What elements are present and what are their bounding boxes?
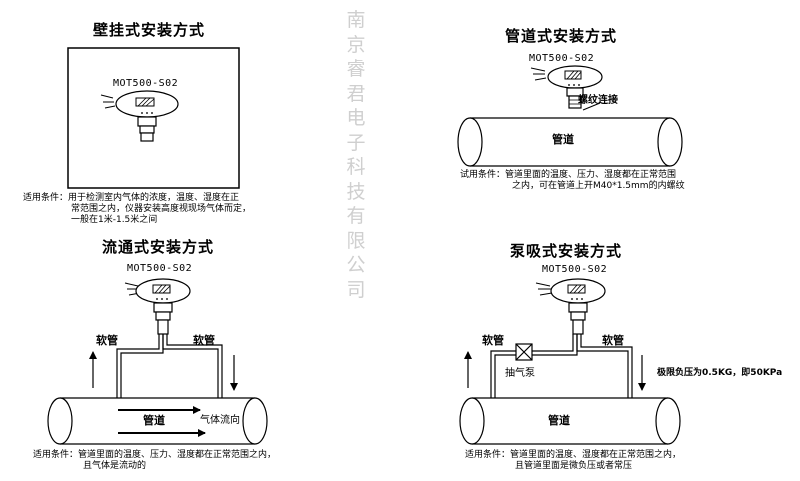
pump-box [515, 343, 533, 361]
pump-hose-right: 软管 [602, 334, 624, 347]
flow-note-2: 且气体是流动的 [83, 461, 147, 471]
pipe-title: 管道式安装方式 [505, 27, 618, 45]
pipe-model: MOT500-S02 [529, 53, 595, 64]
pump-hose-left: 软管 [482, 334, 504, 347]
pipe-sensor [530, 65, 603, 109]
flow-hoses [116, 334, 223, 398]
pump-note-2: 且管道里面是微负压或者常压 [515, 461, 633, 471]
company-watermark: 南京睿君电子科技有限公司 [346, 9, 366, 301]
wall-title: 壁挂式安装方式 [93, 21, 206, 39]
flow-title: 流通式安装方式 [102, 238, 215, 256]
wall-note-3: 一般在1米-1.5米之间 [71, 215, 158, 225]
pipe-body [457, 117, 683, 167]
pump-pipe [459, 397, 681, 445]
pump-label: 抽气泵 [505, 368, 535, 379]
pump-hoses [490, 334, 633, 398]
pump-title: 泵吸式安装方式 [510, 242, 623, 260]
pump-model: MOT500-S02 [542, 264, 608, 275]
flow-hose-right: 软管 [193, 334, 215, 347]
pump-note-1: 适用条件：管道里面的温度、湿度都在正常范围之内， [465, 450, 682, 460]
flow-hose-left: 软管 [96, 334, 118, 347]
flow-pipe [47, 397, 268, 445]
wall-frame [67, 47, 240, 189]
pipe-note-1: 试用条件：管道里面的温度、压力、湿度都在正常范围 [460, 170, 677, 180]
pump-pipe-label: 管道 [548, 414, 570, 427]
wall-sensor [100, 90, 179, 142]
flow-sensor [124, 278, 191, 335]
pipe-note-2: 之内，可在管道上开M40*1.5mm的内螺纹 [512, 181, 685, 191]
thread-leader [582, 102, 601, 111]
pipe-label: 管道 [552, 133, 574, 146]
flow-note-1: 适用条件：管道里面的温度、压力、湿度都在正常范围之内， [33, 450, 277, 460]
flow-direction-label: 气体流向 [200, 415, 240, 426]
flow-model: MOT500-S02 [127, 263, 193, 274]
pump-sensor [535, 278, 606, 335]
pump-pressure-label: 极限负压为0.5KG，即50KPa [657, 368, 783, 378]
wall-model: MOT500-S02 [113, 78, 179, 89]
wall-note-2: 常范围之内，仪器安装高度视现场气体而定， [71, 204, 252, 214]
wall-note-1: 适用条件：用于检测室内气体的浓度，温度、湿度在正 [23, 193, 240, 203]
thread-label: 螺纹连接 [578, 95, 618, 106]
flow-pipe-label: 管道 [143, 414, 165, 427]
